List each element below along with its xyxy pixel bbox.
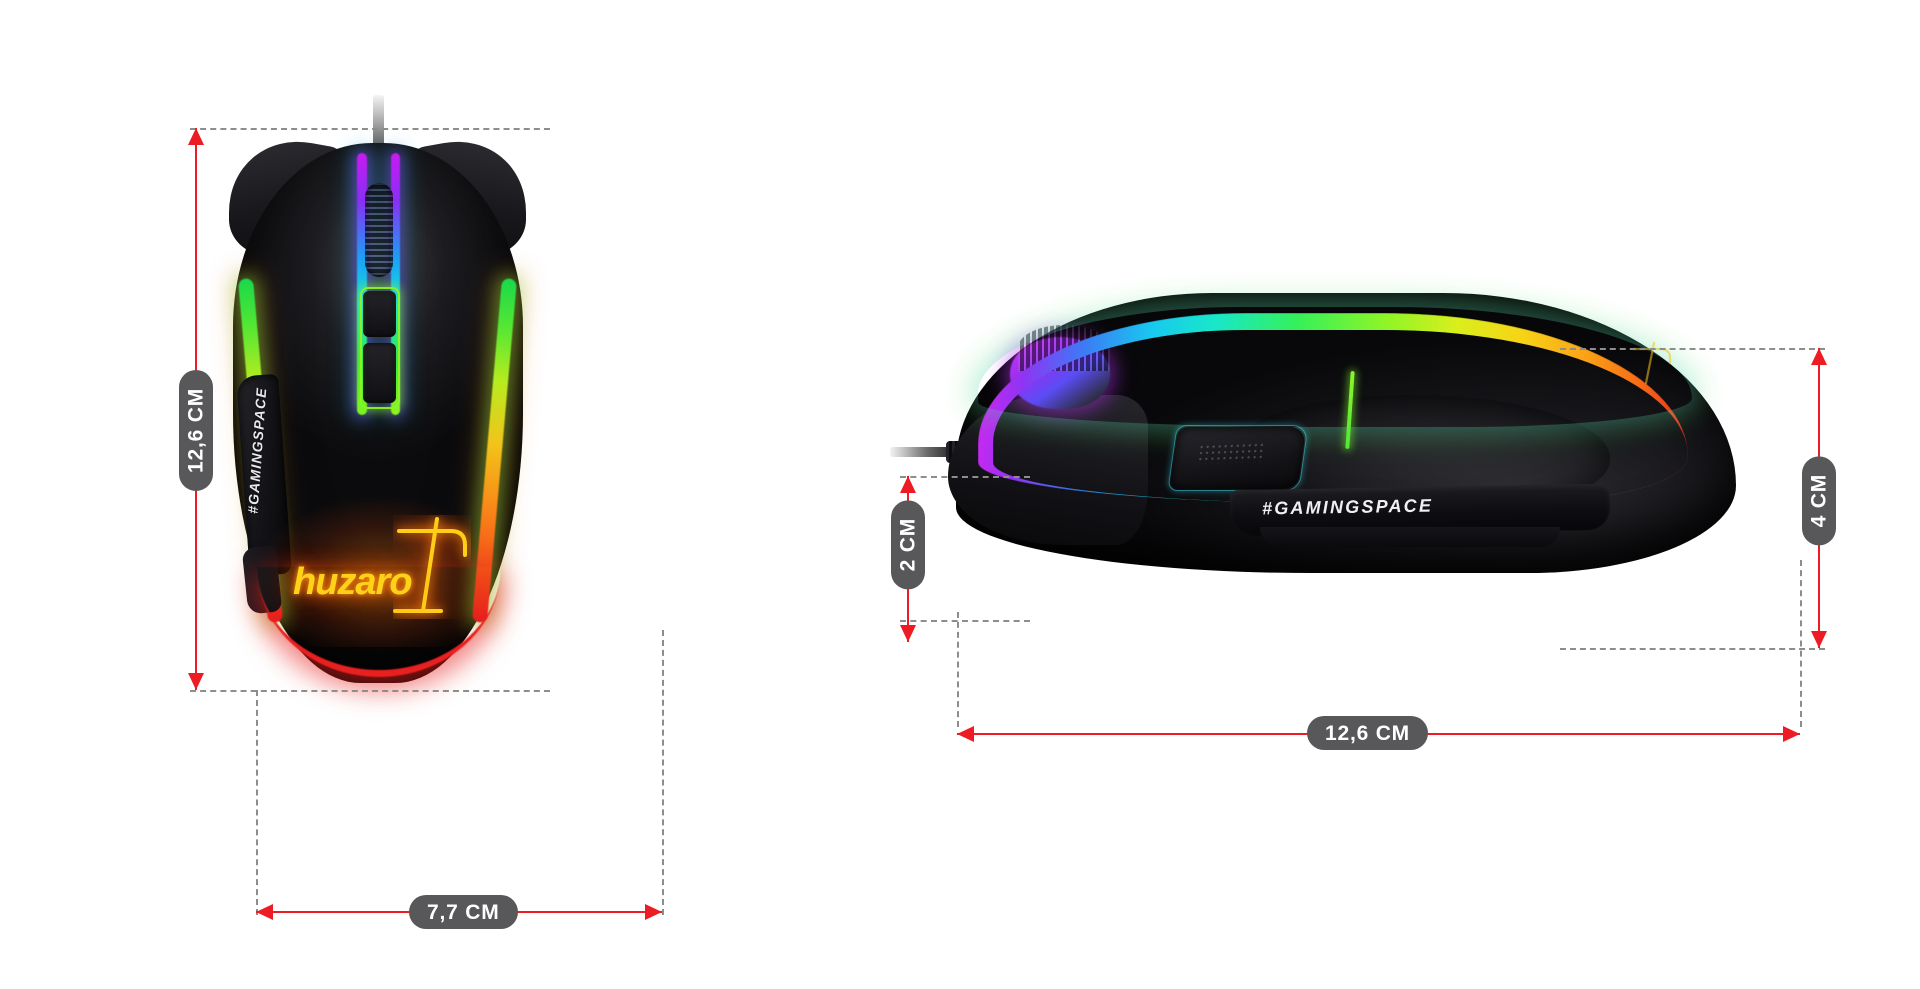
guide-top-view-left bbox=[256, 690, 258, 915]
logo-backlight-glow bbox=[255, 497, 505, 647]
usb-cable-icon bbox=[373, 95, 384, 173]
guide-top-view-upper bbox=[190, 128, 550, 130]
dim-label-side-length: 12,6 CM bbox=[1307, 716, 1428, 750]
gamingspace-label: #GAMINGSPACE bbox=[1261, 495, 1434, 519]
dim-arrow-side-length-right bbox=[1783, 726, 1800, 742]
dpi-button-rgb-outline bbox=[360, 287, 400, 409]
scroll-wheel bbox=[365, 183, 393, 277]
dim-arrow-side-length-left bbox=[957, 726, 974, 742]
thumb-button-rgb-outline bbox=[1167, 425, 1309, 491]
bottom-rim-rgb-glow bbox=[257, 567, 501, 677]
dim-arrow-side-shell-up bbox=[1811, 348, 1827, 365]
mouse-side-view: #GAMINGSPACE bbox=[890, 275, 1760, 585]
guide-top-view-right bbox=[662, 630, 664, 915]
huzaro-mark-icon bbox=[393, 517, 467, 613]
dim-label-side-cable-height: 2 CM bbox=[891, 500, 925, 590]
dim-arrow-top-width-right bbox=[645, 904, 662, 920]
mouse-top-view: #GAMINGSPACE huzaro bbox=[205, 95, 550, 685]
dim-arrow-top-height-down bbox=[188, 673, 204, 690]
center-rgb-strip-right bbox=[391, 153, 400, 415]
guide-side-cable-bottom bbox=[900, 620, 1030, 622]
guide-side-length-right bbox=[1800, 560, 1802, 727]
dim-arrow-side-shell-down bbox=[1811, 631, 1827, 648]
dim-label-side-shell-height: 4 CM bbox=[1802, 456, 1836, 546]
usb-cable-side-icon bbox=[890, 447, 954, 457]
dpi-button-upper bbox=[363, 291, 396, 337]
dim-label-top-width: 7,7 CM bbox=[409, 895, 518, 929]
dpi-button-lower bbox=[363, 343, 396, 403]
huzaro-logo-top: huzaro bbox=[255, 497, 505, 647]
center-rgb-strip-left bbox=[357, 153, 367, 415]
guide-top-view-lower bbox=[190, 690, 550, 692]
guide-side-shell-top bbox=[1560, 348, 1825, 350]
guide-side-shell-bottom bbox=[1560, 648, 1825, 650]
guide-side-cable-top bbox=[900, 476, 1030, 478]
dim-label-top-height: 12,6 CM bbox=[179, 370, 213, 491]
huzaro-wordmark: huzaro bbox=[293, 561, 413, 603]
mouse-foot bbox=[1260, 527, 1560, 547]
dim-arrow-side-cable-up bbox=[900, 476, 916, 493]
guide-side-length-left bbox=[957, 612, 959, 727]
dim-arrow-top-width-left bbox=[256, 904, 273, 920]
dim-arrow-top-height-up bbox=[188, 128, 204, 145]
dim-arrow-side-cable-down bbox=[900, 625, 916, 642]
